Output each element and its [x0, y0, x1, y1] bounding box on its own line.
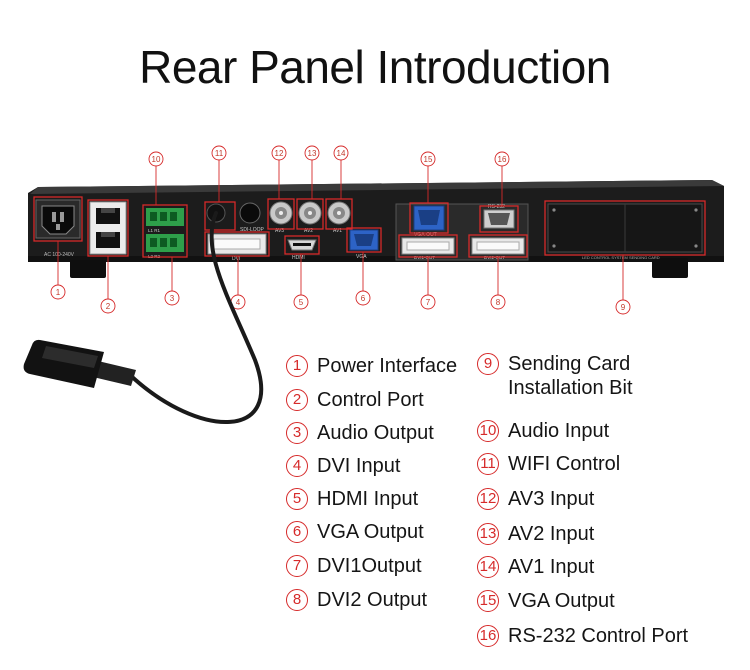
legend-label: HDMI Input [317, 488, 419, 510]
legend-number: 2 [286, 389, 308, 411]
legend-label: Sending Card Installation Bit [508, 353, 633, 399]
legend-number: 4 [286, 455, 308, 477]
legend-item-4: 4 DVI Input [286, 454, 400, 478]
legend-number: 15 [477, 590, 499, 612]
sending-card-slot: LED CONTROL SYSTEM SENDING CARD [547, 203, 703, 260]
legend-number: 14 [477, 556, 499, 578]
power-inlet: AC 100-240V [35, 199, 81, 258]
leader-lines [57, 160, 624, 300]
legend-label: DVI2 Output [317, 589, 428, 611]
legend-item-1: 1 Power Interface [286, 354, 457, 378]
legend-item-9: 9 Sending Card Installation Bit [477, 352, 633, 400]
callout-3: 3 [170, 294, 175, 303]
callout-2: 2 [106, 302, 111, 311]
legend-item-15: 15 VGA Output [477, 589, 615, 613]
legend-label: DVI Input [317, 455, 401, 477]
legend-number: 9 [477, 353, 499, 375]
legend-number: 12 [477, 488, 499, 510]
legend-item-13: 13 AV2 Input [477, 522, 594, 546]
callout-5: 5 [299, 298, 304, 307]
audio-label-1: L1 R1 [148, 228, 161, 233]
legend-item-14: 14 AV1 Input [477, 555, 594, 579]
legend-item-10: 10 Audio Input [477, 419, 609, 443]
callout-15: 15 [424, 155, 433, 164]
legend-number: 6 [286, 521, 308, 543]
callout-7: 7 [426, 298, 431, 307]
legend-label: DVI1Output [317, 555, 422, 577]
dvi-label: DVI [232, 256, 240, 262]
power-label: AC 100-240V [44, 252, 75, 258]
legend-number: 1 [286, 355, 308, 377]
legend-number: 3 [286, 422, 308, 444]
legend-item-12: 12 AV3 Input [477, 487, 594, 511]
legend-label: WIFI Control [508, 453, 621, 475]
legend-number: 5 [286, 488, 308, 510]
legend-item-6: 6 VGA Output [286, 520, 424, 544]
legend-item-11: 11 WIFI Control [477, 452, 620, 476]
legend-label: RS-232 Control Port [508, 625, 689, 647]
audio-terminals: L1 R1 L2 R2 [146, 208, 184, 259]
bnc-connectors: AV3 AV2 AV1 [269, 201, 351, 234]
ethernet-ports [89, 201, 127, 255]
legend-label: Audio Input [508, 420, 610, 442]
legend-number: 10 [477, 420, 499, 442]
card-caption: LED CONTROL SYSTEM SENDING CARD [582, 255, 660, 260]
callout-12: 12 [275, 149, 284, 158]
hdmi-label: HDMI [292, 255, 305, 261]
wifi-dongle [23, 211, 264, 425]
callout-10: 10 [152, 155, 161, 164]
callout-1: 1 [56, 288, 61, 297]
legend-item-2: 2 Control Port [286, 388, 424, 412]
av1-label: AV1 [333, 228, 342, 234]
legend-label: Control Port [317, 389, 424, 411]
callout-16: 16 [498, 155, 507, 164]
page-title: Rear Panel Introduction [139, 41, 611, 93]
legend-label: AV1 Input [508, 556, 595, 578]
av3-label: AV3 [275, 228, 284, 234]
legend-number: 16 [477, 625, 499, 647]
callout-13: 13 [308, 149, 317, 158]
legend-label: VGA Output [508, 590, 615, 612]
legend-item-5: 5 HDMI Input [286, 487, 418, 511]
callout-numbers: 1 2 3 4 5 6 7 8 9 10 11 12 13 14 15 16 [56, 149, 626, 312]
legend-label: Power Interface [317, 355, 458, 377]
video-inputs: DVI HDMI VGA [207, 229, 379, 262]
callout-circles [50, 145, 631, 315]
legend-item-16: 16 RS-232 Control Port [477, 624, 688, 648]
callout-8: 8 [496, 298, 501, 307]
legend-number: 7 [286, 555, 308, 577]
legend-item-7: 7 DVI1Output [286, 554, 422, 578]
av2-label: AV2 [304, 228, 313, 234]
sdi-label: SDI-LOOP [240, 227, 265, 233]
callout-9: 9 [621, 303, 626, 312]
legend-label: Audio Output [317, 422, 434, 444]
legend-item-8: 8 DVI2 Output [286, 588, 427, 612]
legend-number: 8 [286, 589, 308, 611]
legend-label: AV3 Input [508, 488, 595, 510]
rs232-label: RS-232 [488, 204, 505, 210]
legend-label: VGA Output [317, 521, 424, 543]
legend-label: AV2 Input [508, 523, 595, 545]
output-panel: VGA-OUT RS-232 DVI1-OUT DVI2-OUT [395, 203, 529, 261]
legend-item-3: 3 Audio Output [286, 421, 434, 445]
vga-label: VGA [356, 254, 367, 260]
legend-number: 13 [477, 523, 499, 545]
legend-number: 11 [477, 453, 499, 475]
callout-4: 4 [236, 298, 241, 307]
callout-14: 14 [337, 149, 346, 158]
callout-6: 6 [361, 294, 366, 303]
callout-11: 11 [215, 149, 224, 158]
